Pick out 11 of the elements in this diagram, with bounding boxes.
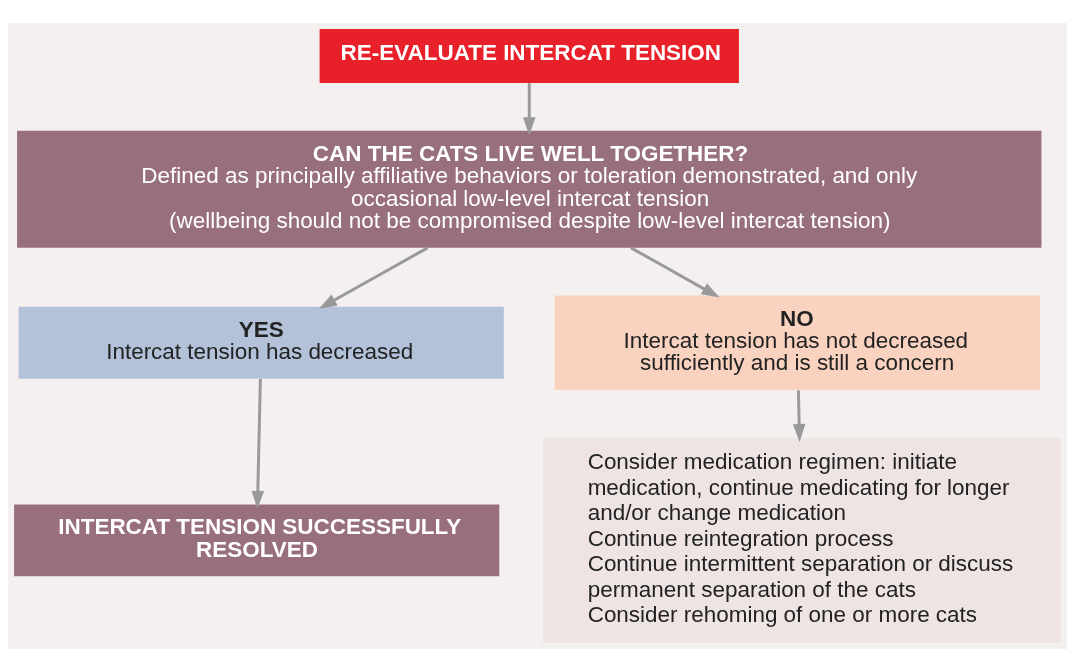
- node-box: INTERCAT TENSION SUCCESSFULLY RESOLVED: [14, 504, 500, 576]
- arrow: [318, 246, 429, 309]
- arrow: [522, 82, 536, 135]
- node-box: CAN THE CATS LIVE WELL TOGETHER? Defined as principally affiliative behaviors or toleration demonstrated, and only occasional low-level intercat tension (wellbeing should not be compromised despite low-level intercat tension): [17, 130, 1042, 248]
- arrow: [792, 389, 806, 442]
- node-box: YES Intercat tension has decreased: [18, 306, 504, 379]
- arrow: [251, 378, 265, 509]
- arrow: [630, 246, 720, 298]
- node-box: RE-EVALUATE INTERCAT TENSION: [319, 28, 739, 83]
- node-box: NO Intercat tension has not decreased sufficiently and is still a concern: [554, 295, 1040, 390]
- node-box: Consider medication regimen: initiate medication, continue medicating for longer and/or change medication Continue reintegration process Continue intermittent separation or discuss permanent separation of the cats Consider rehoming of one or more cats: [542, 437, 1061, 643]
